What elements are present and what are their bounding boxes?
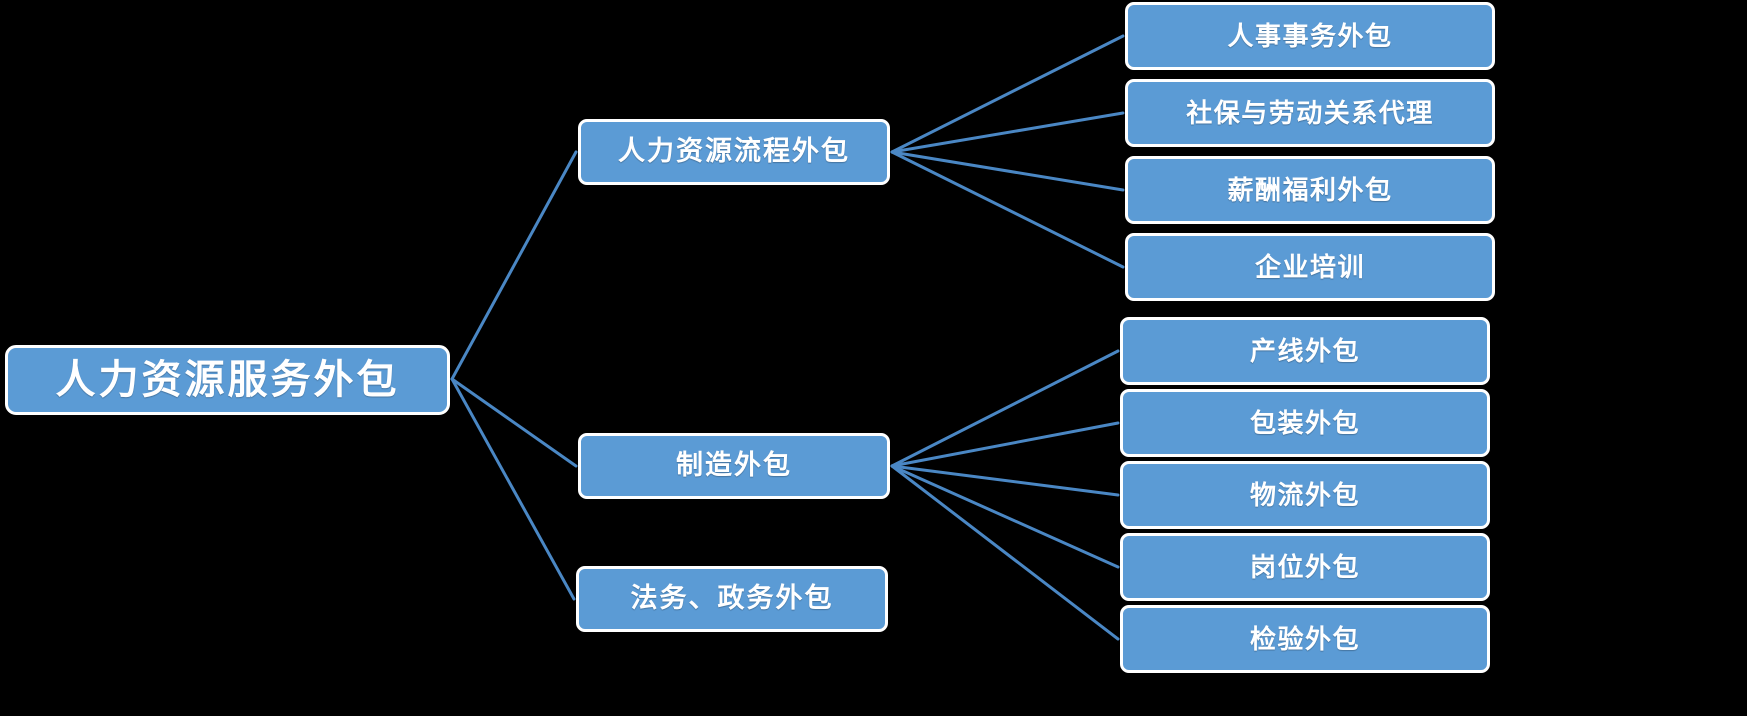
- branch-node-0[interactable]: 人力资源流程外包: [578, 119, 890, 185]
- connector-edge-7: [890, 349, 1120, 468]
- leaf-node-1-0[interactable]: 产线外包: [1120, 317, 1490, 385]
- connector-edge-10: [890, 464, 1120, 569]
- leaf-node-0-1[interactable]: 社保与劳动关系代理: [1125, 79, 1495, 147]
- branch-node-2[interactable]: 法务、政务外包: [576, 566, 888, 632]
- leaf-node-1-3[interactable]: 岗位外包: [1120, 533, 1490, 601]
- leaf-node-1-1[interactable]: 包装外包: [1120, 389, 1490, 457]
- connector-edge-11: [890, 464, 1120, 641]
- branch-node-1[interactable]: 制造外包: [578, 433, 890, 499]
- connector-edge-3: [890, 34, 1125, 154]
- connector-edge-6: [890, 150, 1125, 269]
- leaf-node-1-4[interactable]: 检验外包: [1120, 605, 1490, 673]
- connector-edge-5: [890, 150, 1125, 192]
- connector-edge-1: [450, 377, 578, 468]
- leaf-node-0-3[interactable]: 企业培训: [1125, 233, 1495, 301]
- leaf-node-0-2[interactable]: 薪酬福利外包: [1125, 156, 1495, 224]
- leaf-node-1-2[interactable]: 物流外包: [1120, 461, 1490, 529]
- root-node-hr-service-outsourcing[interactable]: 人力资源服务外包: [5, 345, 450, 415]
- connector-edge-9: [890, 464, 1120, 497]
- connector-edge-0: [450, 150, 578, 381]
- connector-edge-2: [450, 377, 576, 601]
- connector-edge-8: [890, 421, 1120, 468]
- connector-edge-4: [890, 111, 1125, 154]
- leaf-node-0-0[interactable]: 人事事务外包: [1125, 2, 1495, 70]
